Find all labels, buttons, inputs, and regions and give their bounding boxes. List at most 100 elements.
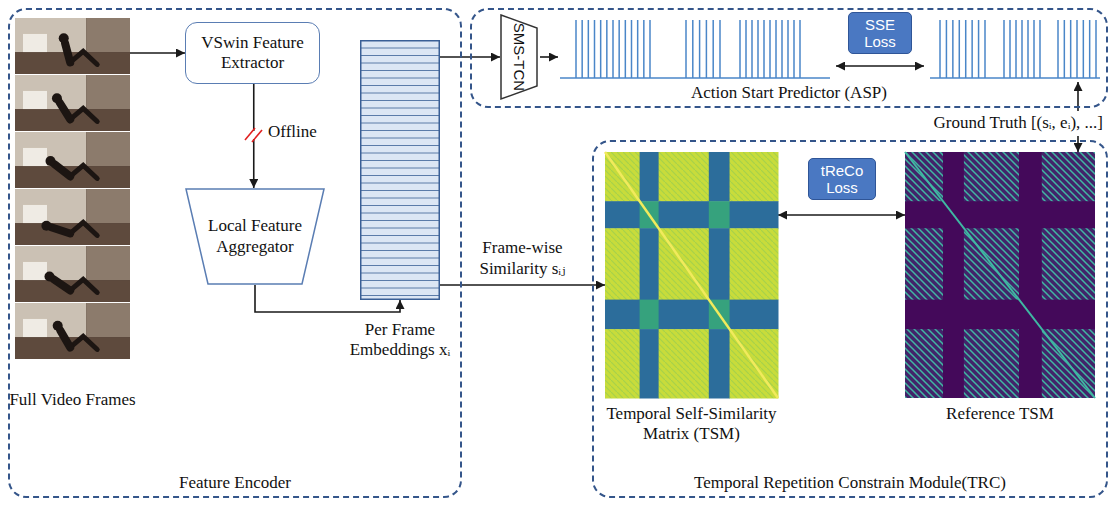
ground-truth-signal-part	[959, 20, 961, 78]
video-frame-part	[59, 33, 69, 43]
embed-picture-part	[360, 153, 440, 154]
arrow-connector	[778, 214, 905, 216]
tsm-picture-part	[605, 329, 640, 398]
tsm-picture-part	[640, 300, 660, 330]
embed-picture-part	[360, 123, 440, 124]
ground-truth-signal-part	[952, 20, 954, 78]
node-label: SMS-TCN	[510, 23, 528, 91]
predicted-signal-part	[745, 20, 747, 78]
network-trapezoid: SMS-TCN	[500, 14, 538, 100]
video-frame-part	[15, 189, 86, 223]
aggregator-trapezoid: Local Feature Aggregator	[185, 188, 325, 285]
ref-picture-part	[964, 329, 1019, 398]
tsm-picture-part	[730, 152, 779, 202]
tsm-picture-part	[640, 329, 660, 398]
video-frame-part	[52, 93, 62, 103]
tsm-picture-part	[605, 300, 640, 330]
embed-picture-part	[360, 115, 440, 116]
ground-truth-signal-part	[1021, 20, 1023, 78]
embedding-column: Per Frame Embeddings xᵢ	[360, 40, 440, 300]
ground-truth-arrow	[1077, 136, 1079, 152]
tsm-picture-part	[659, 201, 710, 229]
ref-picture-part	[905, 152, 1095, 398]
predicted-signal-part	[600, 20, 602, 78]
video-frame-part	[86, 303, 130, 337]
predicted-signal-part	[631, 20, 633, 78]
video-frame-part	[15, 189, 130, 246]
ground-truth-signal-part	[1070, 20, 1072, 78]
embed-picture-part	[360, 78, 440, 79]
caption-label: Reference TSM	[905, 404, 1095, 424]
embed-picture-part	[360, 138, 440, 139]
output-arrow	[540, 56, 558, 58]
video-frame	[15, 132, 130, 189]
predicted-signal-part	[594, 20, 596, 78]
video-frame-part	[60, 102, 71, 119]
video-frame-part	[15, 280, 130, 303]
video-frame-part	[15, 246, 130, 303]
trapezoid-outline-part	[186, 189, 324, 284]
arrow-connector	[440, 284, 605, 286]
embed-picture-part	[360, 145, 440, 146]
video-frame-part	[23, 262, 47, 280]
caption-label: Per Frame Embeddings xᵢ	[344, 320, 456, 361]
video-frame-part	[53, 321, 63, 331]
node-label: Local Feature Aggregator	[203, 216, 307, 257]
module-region: Temporal Repetition Constrain Module(TRC…	[592, 140, 1108, 498]
predicted-signal-part	[739, 20, 741, 78]
module-region: Feature EncoderFull Video FramesVSwin Fe…	[8, 8, 462, 498]
tsm-picture-part	[709, 329, 730, 398]
embed-picture-part	[360, 108, 440, 109]
video-frame	[15, 18, 130, 75]
video-frame-part	[23, 205, 47, 223]
ground-truth-signal-part	[1083, 20, 1085, 78]
video-frame-part	[15, 303, 86, 337]
ref-picture-part	[964, 152, 1019, 201]
predicted-signal-part	[692, 20, 694, 78]
tsm-picture-part	[659, 152, 710, 202]
ref-picture-part	[905, 329, 943, 398]
offline-break-part	[245, 128, 255, 140]
predicted-signal-part	[751, 20, 753, 78]
embed-picture-part	[360, 100, 440, 101]
ground-truth-signal	[930, 20, 1100, 78]
video-frame-part	[86, 132, 130, 166]
tsm-picture-part	[709, 152, 730, 202]
embed-picture-part	[360, 228, 440, 229]
video-frame-part	[15, 18, 86, 52]
reference-matrix: Reference TSM	[905, 152, 1095, 398]
ground-truth-signal-part	[1039, 20, 1041, 78]
predicted-signal-part	[763, 20, 765, 78]
video-frame-part	[45, 156, 55, 166]
ground-truth-label: Ground Truth [(sᵢ, eᵢ), ...]	[931, 113, 1106, 133]
video-frame	[15, 303, 130, 360]
offline-break-part	[252, 130, 262, 142]
ref-picture-part	[905, 228, 943, 299]
ground-truth-signal-part	[1027, 20, 1029, 78]
embed-picture-part	[360, 55, 440, 56]
embed-picture-part	[360, 175, 440, 176]
predicted-signal-part	[769, 20, 771, 78]
predicted-signal-part	[643, 20, 645, 78]
frames-picture	[15, 18, 130, 360]
ground-truth-signal-part	[1089, 20, 1091, 78]
predicted-signal-part	[757, 20, 759, 78]
embed-picture-part	[360, 235, 440, 236]
video-frame-part	[70, 108, 97, 121]
video-frame-part	[86, 75, 130, 109]
embed-picture-part	[360, 48, 440, 49]
predicted-signal-part	[581, 20, 583, 78]
loss-arrow	[836, 65, 924, 67]
ground-truth-signal-part	[1033, 20, 1035, 78]
ground-truth-signal-part	[1057, 20, 1059, 78]
ground-truth-signal-part	[971, 20, 973, 78]
ref-picture-part	[905, 152, 1095, 398]
embed-picture-part	[360, 160, 440, 161]
loss-box: SSE Loss	[848, 12, 912, 54]
video-frame-part	[54, 164, 70, 176]
predicted-signal-part	[699, 20, 701, 78]
video-frame-part	[86, 189, 130, 223]
tsm-picture-part	[709, 201, 730, 229]
tsm-picture-part	[605, 152, 778, 398]
